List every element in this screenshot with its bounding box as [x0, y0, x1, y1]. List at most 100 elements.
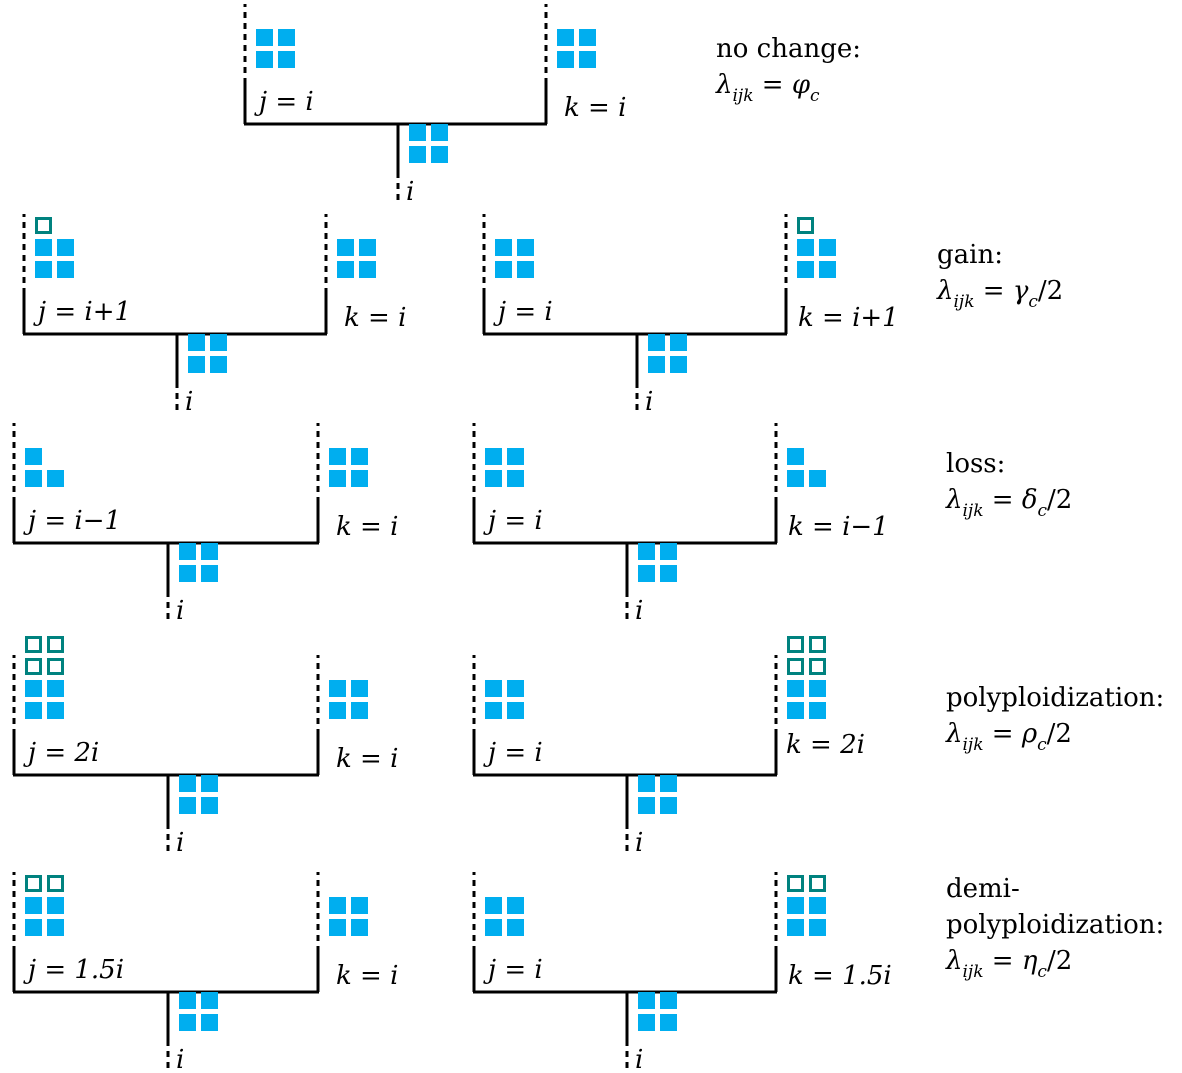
k-label: k = i+1: [798, 303, 899, 333]
formula-rate-rhs-sub: c: [1037, 501, 1047, 521]
added-chromosome-square: [809, 636, 826, 653]
formula-rate-lhs: λ: [945, 719, 962, 749]
added-chromosome-square: [797, 217, 814, 234]
k-label: k = i: [564, 93, 626, 123]
chromosome-square: [329, 680, 346, 697]
event-title: polyploidization:: [946, 910, 1164, 940]
chromosome-square: [359, 261, 376, 278]
chromosome-square: [210, 356, 227, 373]
i-label: i: [176, 596, 184, 626]
event-title: gain:: [937, 240, 1003, 270]
formula-rate-rhs-sub: c: [1037, 962, 1047, 982]
chromosome-square: [47, 680, 64, 697]
k-label: k = i−1: [788, 512, 889, 542]
formula-rate-rhs: = γ: [975, 276, 1029, 306]
added-chromosome-square: [25, 658, 42, 675]
chromosome-square: [660, 565, 677, 582]
formula-rate-tail: /2: [1047, 946, 1072, 976]
chromosome-square: [329, 470, 346, 487]
formula-rate-rhs-sub: c: [1037, 735, 1047, 755]
chromosome-square: [670, 334, 687, 351]
chromosome-square: [351, 919, 368, 936]
rate-formula: λijk = φc: [715, 70, 820, 106]
k-label: k = i: [336, 512, 398, 542]
chromosome-square: [25, 897, 42, 914]
chromosome-square: [507, 470, 524, 487]
chromosome-square: [351, 680, 368, 697]
chromosome-square: [670, 356, 687, 373]
j-label: j = i: [483, 738, 543, 768]
chromosome-square: [329, 919, 346, 936]
chromosome-square: [25, 680, 42, 697]
chromosome-square: [188, 356, 205, 373]
chromosome-square: [819, 239, 836, 256]
chromosome-square: [201, 1014, 218, 1031]
chromosome-square: [431, 146, 448, 163]
rate-formula: λijk = ρc/2: [945, 719, 1072, 755]
added-chromosome-square: [787, 658, 804, 675]
k-chromosome-icon: [557, 29, 596, 68]
chromosome-square: [507, 680, 524, 697]
chromosome-square: [47, 919, 64, 936]
i-label: i: [635, 828, 643, 858]
k-label: k = i: [344, 303, 406, 333]
j-chromosome-icon: [485, 448, 524, 487]
chromosome-square: [351, 448, 368, 465]
chromosome-square: [660, 775, 677, 792]
chromosome-square: [201, 797, 218, 814]
j-label: j = i+1: [33, 297, 131, 327]
k-chromosome-icon: [787, 875, 826, 936]
chromosome-square: [819, 261, 836, 278]
chromosome-square: [201, 543, 218, 560]
chromosome-square: [809, 897, 826, 914]
j-chromosome-icon: [485, 897, 524, 936]
formula-rate-rhs-sub: c: [810, 86, 820, 106]
chromosome-square: [278, 51, 295, 68]
rate-description-gain: gain:λijk = γc/2: [936, 240, 1063, 312]
j-label: j = 2i: [23, 738, 99, 768]
chromosome-square: [25, 702, 42, 719]
chromosome-square: [485, 680, 502, 697]
formula-rate-lhs: λ: [936, 276, 953, 306]
added-chromosome-square: [47, 658, 64, 675]
rate-description-demi-polyploidization: demi-polyploidization:λijk = ηc/2: [945, 874, 1164, 982]
formula-rate-tail: /2: [1038, 276, 1063, 306]
chromosome-square: [507, 897, 524, 914]
chromosome-square: [648, 334, 665, 351]
i-label: i: [645, 387, 653, 417]
chromosome-square: [557, 29, 574, 46]
rate-description-loss: loss:λijk = δc/2: [945, 449, 1072, 521]
formula-rate-rhs-sub: c: [1028, 292, 1038, 312]
formula-rate-sub: ijk: [732, 86, 753, 106]
chromosome-square: [25, 919, 42, 936]
chromosome-square: [797, 239, 814, 256]
i-chromosome-icon: [188, 334, 227, 373]
chromosome-square: [57, 239, 74, 256]
j-chromosome-icon: [485, 680, 524, 719]
j-label: j = 1.5i: [23, 955, 124, 985]
j-chromosome-icon: [35, 217, 74, 278]
i-label: i: [176, 828, 184, 858]
chromosome-square: [351, 470, 368, 487]
added-chromosome-square: [787, 636, 804, 653]
k-label: k = 1.5i: [788, 961, 892, 991]
chromosome-square: [278, 29, 295, 46]
j-label: j = i: [483, 506, 543, 536]
added-chromosome-square: [47, 636, 64, 653]
j-chromosome-icon: [25, 875, 64, 936]
chromosome-square: [660, 992, 677, 1009]
j-label: j = i−1: [23, 506, 121, 536]
i-chromosome-icon: [179, 775, 218, 814]
chromosome-square: [507, 919, 524, 936]
chromosome-square: [47, 470, 64, 487]
chromosome-square: [660, 543, 677, 560]
chromosome-square: [660, 797, 677, 814]
formula-rate-sub: ijk: [962, 962, 983, 982]
chromosome-square: [409, 146, 426, 163]
